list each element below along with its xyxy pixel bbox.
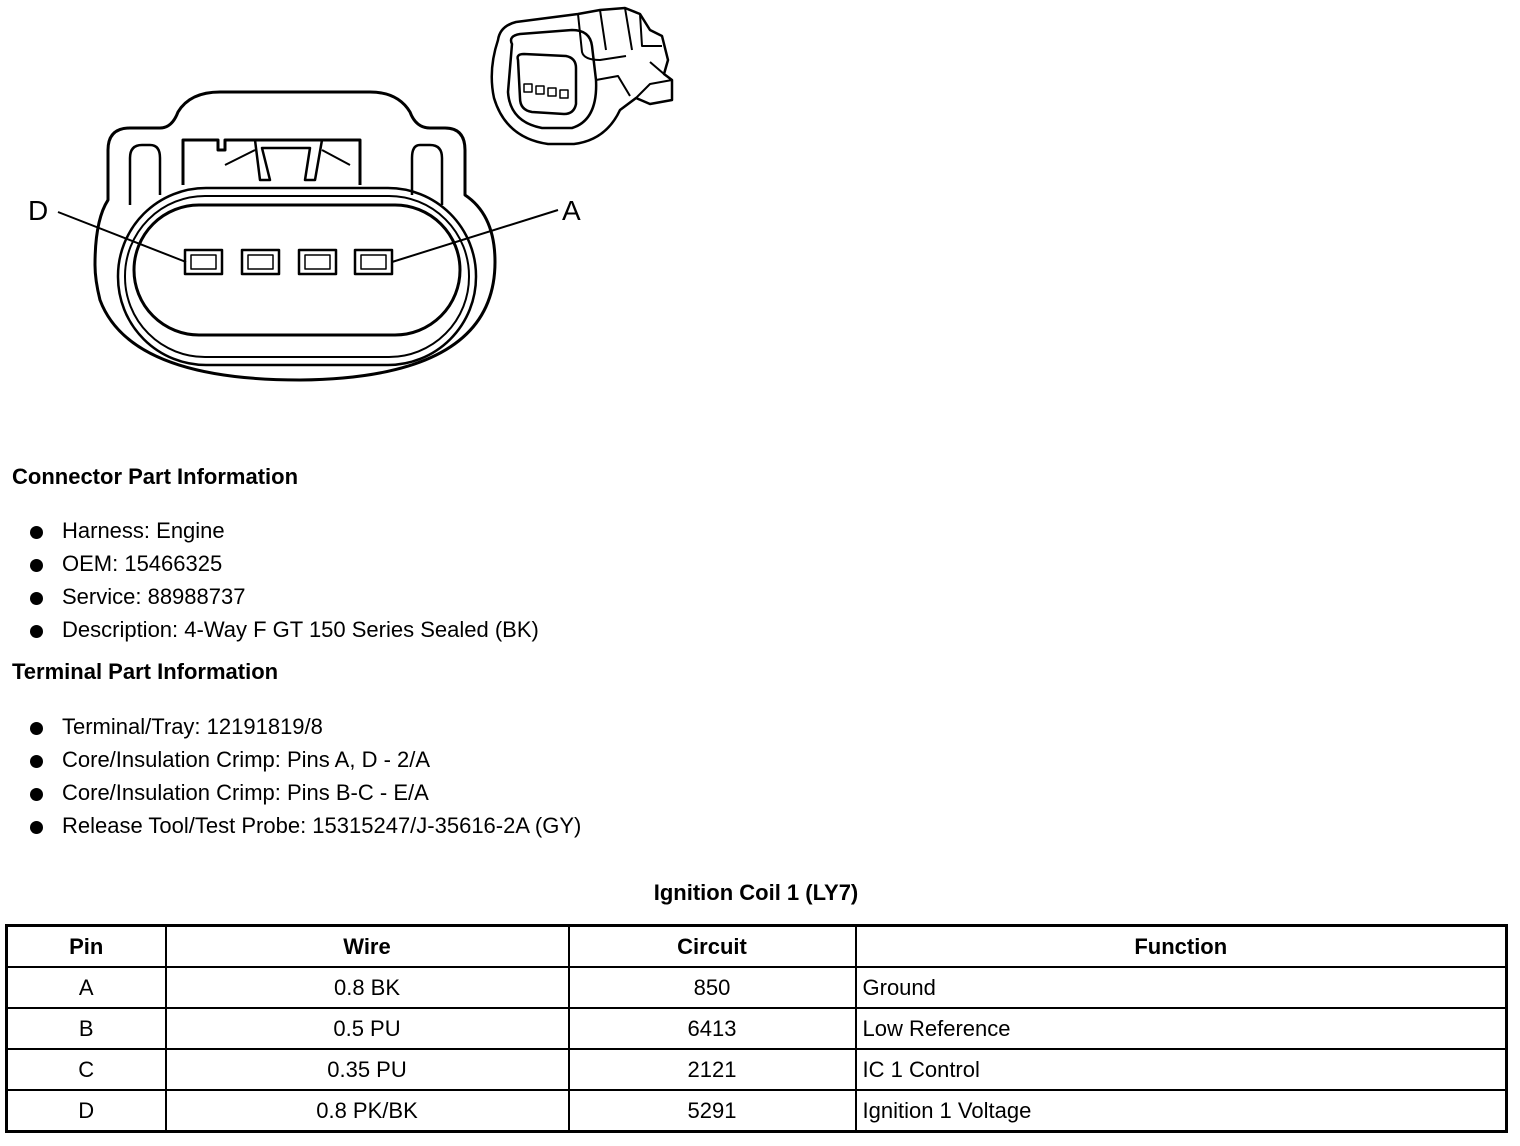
connector-part-info-list: Harness: Engine OEM: 15466325 Service: 8…: [28, 518, 539, 650]
list-item: Terminal/Tray: 12191819/8: [28, 714, 581, 747]
connector-part-info-heading: Connector Part Information: [12, 464, 299, 489]
column-header-pin: Pin: [5, 924, 167, 968]
terminal-part-info-heading: Terminal Part Information: [12, 659, 279, 684]
list-item: Core/Insulation Crimp: Pins A, D - 2/A: [28, 747, 581, 780]
circuit-cell: 6413: [567, 1007, 857, 1050]
table-row: B 0.5 PU 6413 Low Reference: [5, 1007, 1508, 1050]
column-header-function: Function: [854, 924, 1508, 968]
pin-cell: B: [5, 1007, 167, 1050]
circuit-cell: 850: [567, 966, 857, 1009]
function-cell: IC 1 Control: [854, 1048, 1508, 1091]
seal-ring-middle: [124, 195, 470, 358]
pin-label-d: D: [28, 195, 48, 226]
connector-illustration: D A: [28, 6, 674, 382]
leader-line-d: [57, 211, 187, 263]
pin-cell: D: [5, 1089, 167, 1133]
terminal-cavities: [183, 248, 394, 276]
function-cell: Low Reference: [854, 1007, 1508, 1050]
leader-line-a: [391, 209, 559, 263]
list-item: OEM: 15466325: [28, 551, 539, 584]
locking-tab: [181, 138, 362, 185]
seal-ring-inner: [132, 203, 462, 337]
list-item: Description: 4-Way F GT 150 Series Seale…: [28, 617, 539, 650]
pin-label-a: A: [562, 195, 581, 226]
circuit-cell: 5291: [567, 1089, 857, 1133]
cavity-b: [297, 248, 338, 276]
function-cell: Ignition 1 Voltage: [854, 1089, 1508, 1133]
function-cell: Ground: [854, 966, 1508, 1009]
column-header-circuit: Circuit: [567, 924, 857, 968]
table-caption: Ignition Coil 1 (LY7): [653, 880, 859, 905]
connector-3d-view: [490, 6, 674, 146]
list-item: Core/Insulation Crimp: Pins B-C - E/A: [28, 780, 581, 813]
wire-cell: 0.8 BK: [164, 966, 570, 1009]
list-item: Release Tool/Test Probe: 15315247/J-3561…: [28, 813, 581, 846]
connector-outer-housing: [93, 90, 497, 382]
pinout-table: Pin Wire Circuit Function A 0.8 BK 850 G…: [5, 924, 1508, 1133]
pin-cell: A: [5, 966, 167, 1009]
pin-cell: C: [5, 1048, 167, 1091]
table-row: C 0.35 PU 2121 IC 1 Control: [5, 1048, 1508, 1091]
circuit-cell: 2121: [567, 1048, 857, 1091]
wire-cell: 0.8 PK/BK: [164, 1089, 570, 1133]
table-header-row: Pin Wire Circuit Function: [5, 924, 1508, 968]
column-header-wire: Wire: [164, 924, 570, 968]
cavity-c: [240, 248, 281, 276]
list-item: Harness: Engine: [28, 518, 539, 551]
wire-cell: 0.5 PU: [164, 1007, 570, 1050]
wire-cell: 0.35 PU: [164, 1048, 570, 1091]
terminal-part-info-list: Terminal/Tray: 12191819/8 Core/Insulatio…: [28, 714, 581, 846]
table-row: D 0.8 PK/BK 5291 Ignition 1 Voltage: [5, 1089, 1508, 1133]
seal-ring-outer: [116, 186, 478, 367]
table-row: A 0.8 BK 850 Ground: [5, 966, 1508, 1009]
list-item: Service: 88988737: [28, 584, 539, 617]
